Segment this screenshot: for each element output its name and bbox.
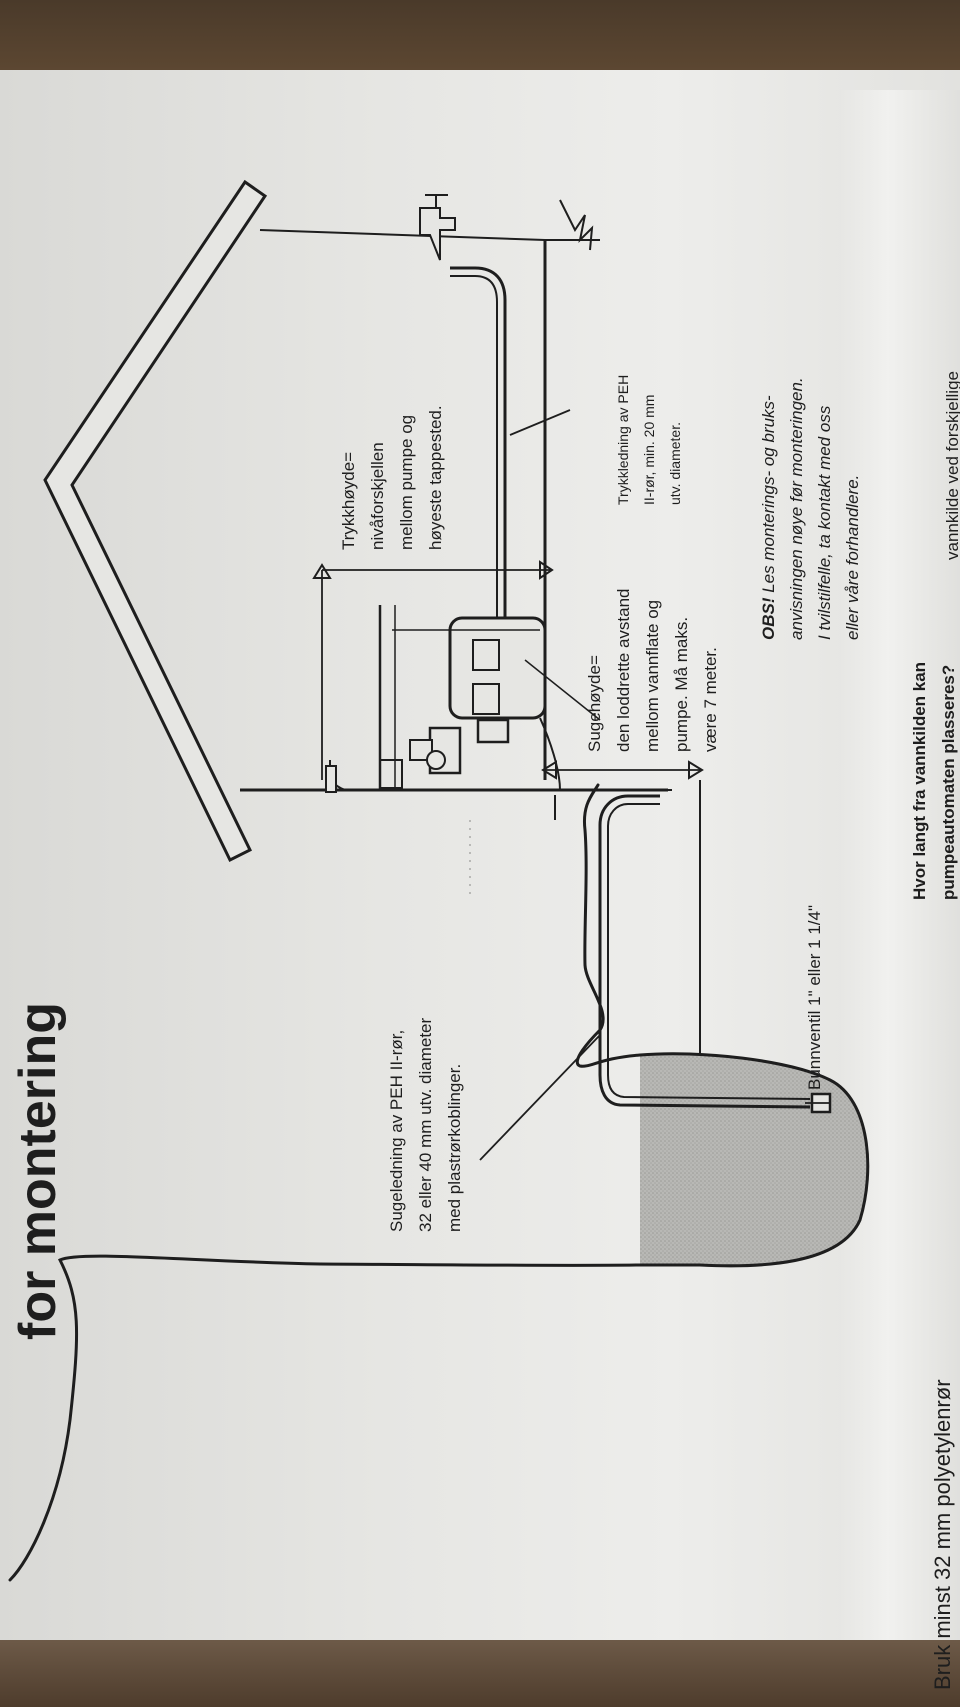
question-line-1: Hvor langt fra vannkilden kan	[910, 661, 929, 900]
table-background-bottom	[0, 1640, 960, 1707]
obs-line-2: anvisningen nøye før monteringen.	[787, 377, 806, 640]
suction-line-label: Sugeledning av PEH II-rør, 32 eller 40 m…	[382, 1018, 469, 1232]
foot-valve-label: Bunnventil 1" eller 1 1/4"	[805, 904, 824, 1090]
arrow-up-icon	[312, 563, 332, 579]
obs-note: OBS! Les monterings- og bruks- anvisning…	[755, 377, 867, 640]
suction-pipe-inner	[607, 803, 811, 1100]
pressure-pipe-inner	[450, 275, 498, 670]
suction-height-line-5: være 7 meter.	[701, 647, 720, 752]
suction-label-leader	[479, 1034, 601, 1161]
paper-edge-shadow	[840, 90, 960, 1650]
suction-height-line-2: den loddrette avstand	[614, 588, 633, 752]
inner-wall	[259, 229, 546, 241]
suction-height-label: Sugehøyde= den loddrette avstand mellom …	[580, 588, 725, 752]
grass-icon	[559, 199, 594, 251]
obs-line-4: eller våre forhandlere.	[843, 474, 862, 640]
suction-height-line-1: Sugehøyde=	[585, 655, 604, 752]
pressure-line-line-2: II-rør, min. 20 mm	[641, 394, 657, 505]
pressure-height-line-4: høyeste tappested.	[426, 405, 445, 550]
question-heading: Hvor langt fra vannkilden kan pumpeautom…	[905, 662, 960, 900]
suction-label-line-2: 32 eller 40 mm utv. diameter	[416, 1017, 435, 1232]
obs-line-1: Les monterings- og bruks-	[759, 395, 778, 598]
arrow-right-icon	[539, 560, 554, 580]
pressure-height-line-3: mellom pumpe og	[397, 414, 416, 550]
question-line-2: pumpeautomaten plasseres?	[939, 664, 958, 900]
pressure-pipe-outer	[450, 266, 507, 670]
water-body	[640, 1053, 868, 1266]
partial-text-bottom-left: Bruk minst 32 mm polyetylenrør	[930, 1379, 955, 1690]
pressure-height-line-1: Trykkhøyde=	[339, 451, 358, 550]
pressure-line-line-1: Trykkledning av PEH	[615, 374, 631, 505]
pressure-height-line-2: nivåforskjellen	[368, 442, 387, 550]
page-heading: for montering	[9, 1002, 67, 1340]
obs-lead: OBS!	[759, 597, 778, 641]
suction-label-line-3: med plastrørkoblinger.	[445, 1063, 464, 1232]
pump-leader	[524, 659, 601, 721]
pump-unit	[409, 616, 561, 791]
partial-text-bottom-right: vannkilde ved forskjellige	[943, 371, 960, 560]
suction-height-line-4: pumpe. Må maks.	[672, 616, 691, 752]
arrow-left-icon	[541, 760, 557, 780]
roof	[43, 179, 268, 863]
ground-outline-left	[8, 783, 870, 1582]
pressure-line-line-3: utv. diameter.	[667, 421, 683, 505]
pressure-line-label: Trykkledning av PEH II-rør, min. 20 mm u…	[610, 375, 688, 505]
pressure-tank	[379, 759, 403, 789]
suction-height-line-3: mellom vannflate og	[643, 599, 662, 752]
obs-line-3: I tvilstilfelle, ta kontakt med oss	[815, 405, 834, 640]
arrow-right-icon-2	[688, 760, 704, 780]
pressure-height-label: Trykkhøyde= nivåforskjellen mellom pumpe…	[334, 405, 450, 550]
suction-pipe-outer	[598, 794, 811, 1109]
pressure-line-leader	[509, 409, 571, 436]
pipe-fitting	[325, 765, 337, 793]
suction-label-line-1: Sugeledning av PEH II-rør,	[387, 1029, 406, 1232]
tap-icon	[419, 194, 456, 261]
